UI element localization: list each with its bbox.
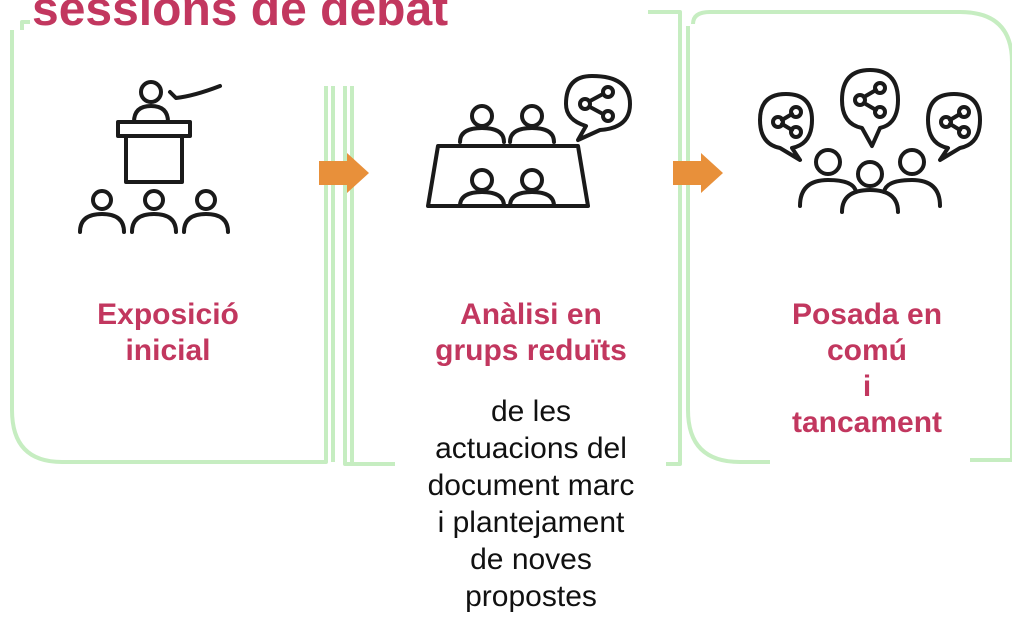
step-2-title-line: Anàlisi en bbox=[460, 298, 602, 331]
step-2-description-line: actuacions del bbox=[435, 432, 627, 465]
step-1-title-line: inicial bbox=[125, 334, 211, 367]
step-1-title: Exposició inicial bbox=[52, 297, 284, 369]
step-2-description-line: propostes bbox=[465, 580, 597, 613]
step-2-description-line: document marc bbox=[427, 469, 635, 502]
page-title: sessions de debat bbox=[32, 0, 449, 36]
step-2-title: Anàlisi en grups reduïts bbox=[396, 297, 666, 369]
step-2-description: de les actuacions del document marc i pl… bbox=[396, 393, 666, 615]
arrow-right-icon bbox=[673, 153, 723, 193]
step-3-title-line: i bbox=[862, 370, 872, 403]
step-3-title-line: comú bbox=[826, 334, 907, 367]
group-sharing-icon bbox=[758, 68, 982, 214]
step-3-title-line: tancament bbox=[791, 406, 943, 439]
step-2-description-line: i plantejament bbox=[437, 506, 625, 539]
presenter-audience-icon bbox=[78, 80, 230, 234]
step-2-description-line: de les bbox=[490, 395, 572, 428]
step-1-title-line: Exposició bbox=[97, 298, 239, 331]
step-3-title: Posada en comú i tancament bbox=[752, 297, 982, 441]
step-2-title-line: grups reduïts bbox=[435, 334, 627, 367]
step-3-title-line: Posada en bbox=[791, 298, 943, 331]
step-2-description-line: de noves bbox=[470, 543, 592, 576]
group-table-discussion-icon bbox=[426, 74, 632, 208]
arrow-right-icon bbox=[319, 153, 369, 193]
